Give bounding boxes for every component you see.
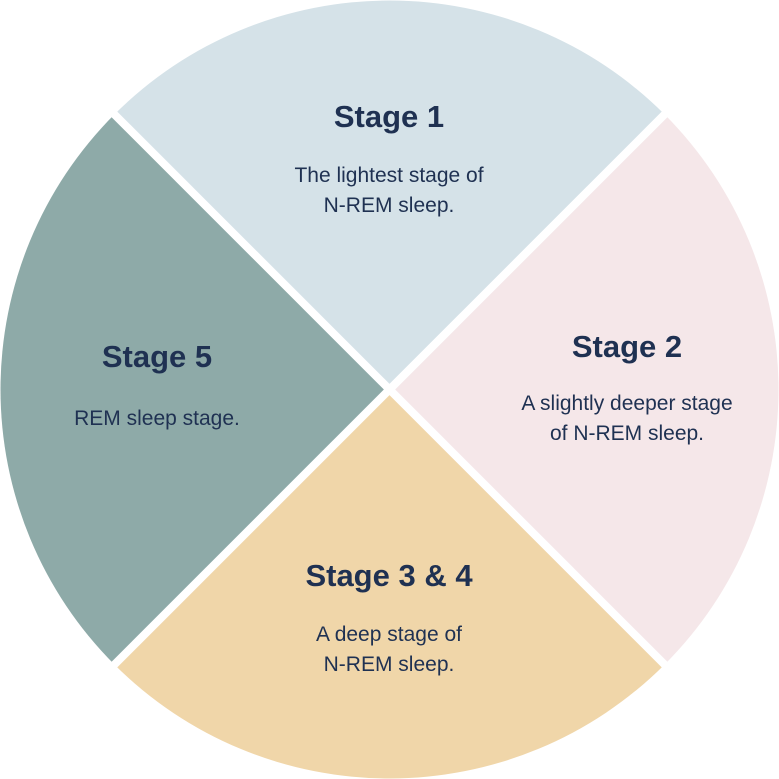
- desc-line: A slightly deeper stage: [521, 392, 733, 415]
- stage-3-4-description: A deep stage of N-REM sleep.: [305, 620, 472, 680]
- desc-line: A deep stage of: [316, 623, 462, 646]
- stage-5-label: Stage 5 REM sleep stage.: [74, 339, 240, 434]
- segment-stage-1: [114, 0, 665, 390]
- stage-2-description: A slightly deeper stage of N-REM sleep.: [521, 389, 732, 449]
- stage-3-4-title: Stage 3 & 4: [305, 558, 473, 593]
- stage-1-title: Stage 1: [333, 99, 445, 134]
- desc-line: of N-REM sleep.: [549, 422, 705, 445]
- stage-1-description: The lightest stage of N-REM sleep.: [294, 161, 483, 221]
- desc-line: REM sleep stage.: [74, 407, 240, 430]
- stage-1-label: Stage 1 The lightest stage of N-REM slee…: [294, 99, 483, 221]
- stage-2-title: Stage 2: [571, 329, 683, 364]
- stage-5-description: REM sleep stage.: [74, 404, 240, 434]
- stage-2-label: Stage 2 A slightly deeper stage of N-REM…: [521, 329, 732, 449]
- stage-3-4-label: Stage 3 & 4 A deep stage of N-REM sleep.: [305, 558, 472, 680]
- desc-line: N-REM sleep.: [323, 194, 455, 217]
- stage-5-title: Stage 5: [101, 339, 213, 374]
- desc-line: N-REM sleep.: [323, 653, 455, 676]
- segment-stage-5: [0, 114, 390, 665]
- segment-stage-3-4: [114, 389, 665, 779]
- desc-line: The lightest stage of: [294, 164, 484, 187]
- segment-stage-2: [389, 114, 779, 665]
